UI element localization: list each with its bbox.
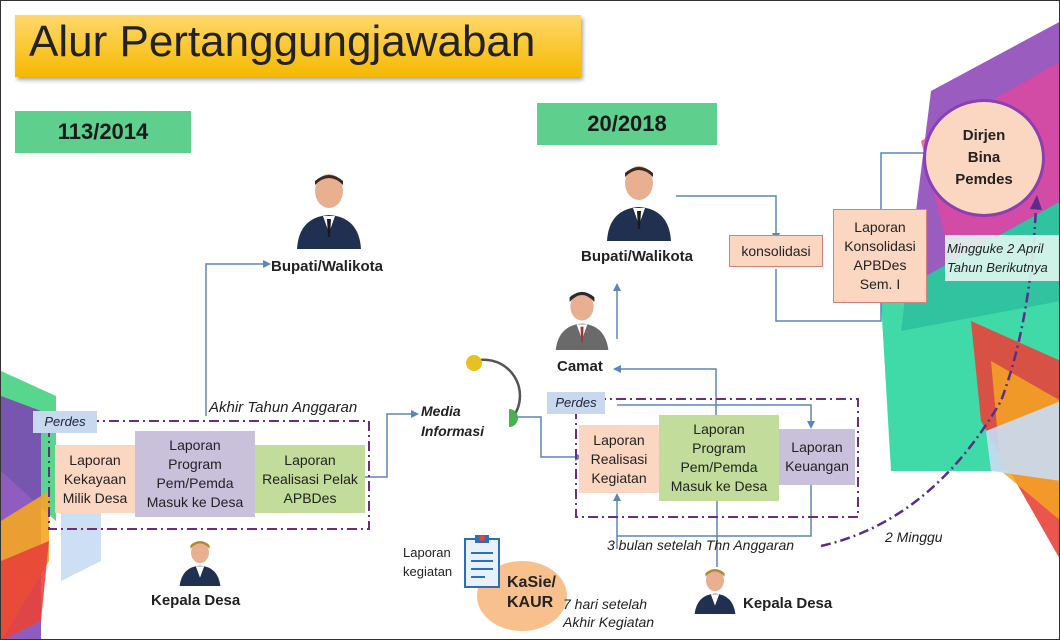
two-weeks-label: 2 Minggu — [885, 529, 943, 545]
person-icon — [555, 291, 609, 350]
konsolidasi-box: konsolidasi — [729, 235, 823, 267]
laporan-kekayaan-box: Laporan Kekayaan Milik Desa — [55, 445, 135, 513]
title-banner — [15, 15, 581, 77]
bupati-left-label: Bupati/Walikota — [271, 258, 383, 275]
right-group-frame — [575, 398, 859, 518]
arrow-report-to-dirjen — [880, 152, 925, 209]
person-icon — [607, 166, 671, 241]
arrow-bupati-to-konsolidasi — [676, 195, 777, 233]
laporan-realisasi-kegiatan-box: Laporan Realisasi Kegiatan — [579, 425, 659, 493]
arrow-to-camat — [621, 368, 717, 415]
kepala-desa-right-label: Kepala Desa — [743, 595, 833, 612]
minggu-bg — [945, 235, 1059, 281]
media-dot-green — [509, 409, 518, 427]
person-icon — [297, 174, 361, 249]
person-icon — [179, 541, 221, 586]
laporan-program-left-box: Laporan Program Pem/Pemda Masuk ke Desa — [135, 431, 255, 517]
document-icon — [464, 535, 500, 588]
laporan-keuangan-box: Laporan Keuangan — [779, 429, 855, 485]
minggu-label: Mingguke 2 April Tahun Berikutnya — [947, 241, 1048, 275]
arrow-media-to-right — [509, 416, 575, 458]
perdes-right-tag: Perdes — [547, 392, 605, 414]
konsolidasi-report-box: Laporan Konsolidasi APBDes Sem. I — [833, 209, 927, 303]
left-arrows — [205, 152, 925, 567]
arrow-to-media — [365, 413, 411, 478]
media-dot-yellow — [466, 355, 482, 371]
arrow-top-bracket — [617, 404, 812, 421]
akhir-tahun-label: Akhir Tahun Anggaran — [209, 399, 358, 416]
perdes-left-tag: Perdes — [33, 411, 97, 433]
kepala-desa-left-label: Kepala Desa — [151, 592, 241, 609]
left-group-frame — [48, 420, 370, 530]
kasie-label: KaSie/ KAUR — [507, 574, 556, 611]
arrow-konsolidasi-to-report — [775, 269, 882, 322]
laporan-kegiatan-label: Laporan kegiatan — [403, 545, 453, 579]
arrow-to-bupati-left — [205, 263, 263, 416]
laporan-program-right-box: Laporan Program Pem/Pemda Masuk ke Desa — [659, 415, 779, 501]
regulation-left: 113/2014 — [15, 111, 191, 153]
arrow-bottom-bracket — [617, 485, 812, 537]
dirjen-circle: Dirjen Bina Pemdes — [923, 99, 1045, 217]
camat-label: Camat — [557, 358, 603, 375]
dirjen-arrowhead — [1030, 195, 1042, 210]
regulation-right: 20/2018 — [537, 103, 717, 145]
laporan-realisasi-pelak-box: Laporan Realisasi Pelak APBDes — [255, 445, 365, 513]
seven-days-label: 7 hari setelah Akhir Kegiatan — [563, 596, 655, 630]
three-months-label: 3 bulan setelah Thn Anggaran — [607, 537, 795, 553]
person-icon — [694, 569, 736, 614]
media-informasi-label: Media Informasi — [421, 403, 485, 439]
page-title: Alur Pertanggungjawaban — [29, 17, 536, 66]
deco-left-red — [1, 541, 49, 639]
bupati-right-label: Bupati/Walikota — [581, 248, 693, 265]
deco-blue — [986, 401, 1059, 481]
